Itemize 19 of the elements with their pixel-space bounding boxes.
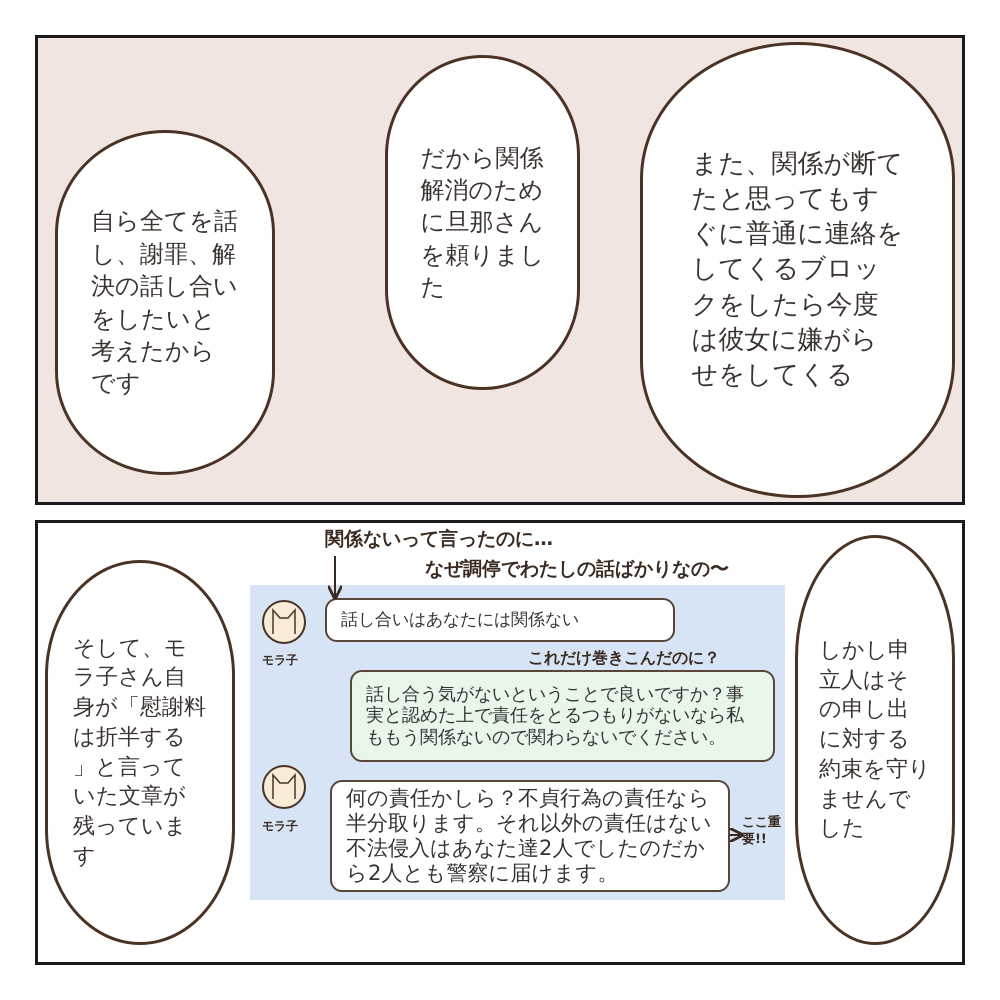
handwritten-note: 関係ないって言ったのに… [325, 526, 615, 556]
chat-screenshot [250, 585, 785, 900]
handwritten-note: ここ重要!! [742, 815, 784, 855]
comic-panel [35, 520, 965, 965]
handwritten-note: なぜ調停でわたしの話ばかりなの〜 [425, 557, 729, 582]
chat-message: 何の責任かしら？不貞行為の責任なら半分取ります。それ以外の責任はない不法侵入はあなた達2人でしたのだから2人とも警察に届けます。 [330, 780, 730, 892]
bubble-text: しかし申立人はその申し出に対する約束を守りませんでした [819, 637, 931, 844]
comic-panel [35, 35, 965, 505]
chat-message: 話し合いはあなたには関係ない [325, 598, 675, 642]
avatar-name: モラ子 [262, 818, 298, 835]
avatar-name: モラ子 [262, 652, 298, 669]
bubble-text: そして、モラ子さん自身が「慰謝料は折半する」と言っていた文章が残っています [73, 634, 207, 871]
bubble-text: だから関係解消のために旦那さんを頼りました [420, 142, 544, 304]
handwritten-note: これだけ巻きこんだのに？ [528, 648, 720, 669]
arrow [728, 826, 745, 844]
chat-message: 話し合う気がないということで良いですか？事実と認めた上で責任をとるつもりがないなら私ももう関係ないので関わらないでください。 [350, 670, 775, 762]
bubble-text: 自ら全てを話し、謝罪、解決の話し合いをしたいと考えたからです [91, 206, 239, 400]
arrow [326, 556, 344, 601]
bubble-text: また、関係が断てたと思ってもすぐに普通に連絡をしてくるブロックをしたら今度は彼女に嫌がらせをしてくる [692, 148, 904, 392]
